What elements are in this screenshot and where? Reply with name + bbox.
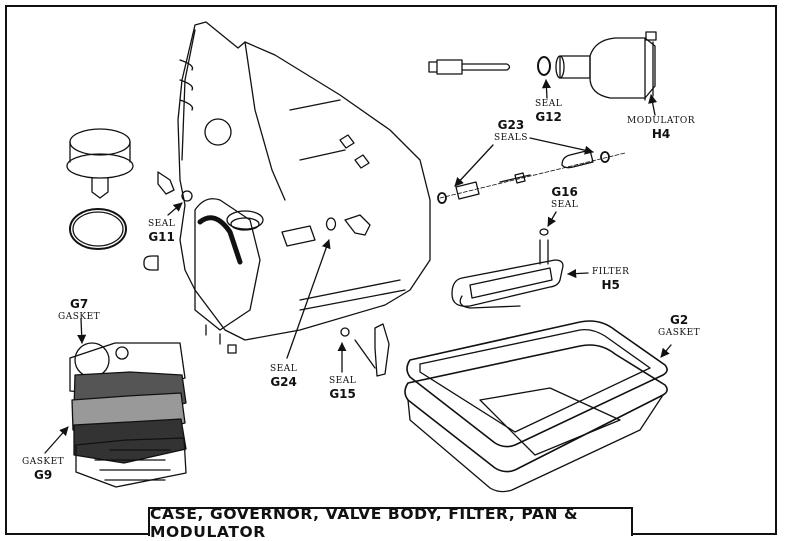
valve-body-gasket-stack — [69, 342, 187, 488]
valve-plug-part — [561, 149, 594, 169]
label-seal-g11-code: G11 — [148, 230, 175, 244]
label-seals-g23-code: G23 — [497, 118, 525, 132]
seal-g23-ring-right — [600, 151, 610, 163]
seal-g12-ring — [537, 56, 551, 76]
label-seal-g24-code: G24 — [270, 375, 297, 389]
label-modulator-h4-code: H4 — [651, 127, 671, 141]
gasket-g7-arrow — [77, 318, 87, 344]
seal-g16-arrow — [547, 211, 557, 227]
label-seal-g12: SEAL G12 — [535, 99, 563, 124]
label-modulator-h4-name: MODULATOR — [627, 116, 696, 126]
label-modulator-h4: MODULATOR H4 — [627, 116, 696, 141]
seal-g11-ring — [181, 190, 193, 202]
speedometer-gear-part — [157, 171, 175, 195]
seals-g23-arrow-right — [529, 137, 594, 155]
gasket-g9-arrow — [44, 426, 69, 454]
label-seal-g24: SEAL G24 — [270, 364, 298, 389]
label-gasket-g2-code: G2 — [669, 313, 689, 327]
label-gasket-g2: G2 GASKET — [658, 314, 700, 338]
label-seal-g11: SEAL G11 — [148, 219, 176, 244]
seal-g16-ring — [539, 228, 549, 236]
governor-seal-ring — [69, 208, 127, 250]
label-seals-g23-name: SEALS — [494, 133, 528, 143]
label-seal-g15-code: G15 — [329, 387, 356, 401]
label-gasket-g7-name: GASKET — [58, 312, 101, 322]
gasket-g2-arrow — [660, 344, 672, 358]
valve-spring-part — [499, 172, 531, 184]
label-seal-g12-name: SEAL — [535, 99, 563, 109]
valve-centerline — [439, 152, 626, 199]
label-gasket-g2-name: GASKET — [658, 328, 701, 338]
label-gasket-g9: GASKET G9 — [22, 457, 65, 482]
seals-g23-arrow-left — [454, 144, 494, 187]
manual-lever-part — [354, 323, 390, 377]
transmission-case-part — [177, 21, 431, 341]
label-filter-h5: FILTER H5 — [592, 267, 630, 292]
label-seal-g24-name: SEAL — [270, 364, 298, 374]
transmission-pan-part — [404, 344, 668, 493]
bolts-part — [205, 324, 237, 354]
throttle-valve-part — [455, 181, 480, 200]
governor-sleeve-part — [281, 225, 316, 247]
seal-g23-ring-left — [437, 192, 447, 204]
label-gasket-g7: G7 GASKET — [58, 298, 100, 322]
label-seal-g15: SEAL G15 — [329, 376, 357, 401]
label-seal-g12-code: G12 — [535, 110, 562, 124]
seal-g11-arrow — [167, 202, 183, 216]
label-filter-h5-name: FILTER — [592, 267, 630, 277]
label-gasket-g9-code: G9 — [33, 468, 53, 482]
label-seal-g16: G16 SEAL — [551, 186, 578, 210]
gasket-g2-part — [406, 320, 668, 448]
seal-g15-ring — [340, 327, 350, 337]
plug-part — [143, 255, 159, 271]
label-seal-g15-name: SEAL — [329, 376, 357, 386]
filter-h5-arrow — [567, 269, 589, 279]
label-seal-g16-code: G16 — [551, 185, 578, 199]
filter-part — [451, 239, 564, 309]
label-seals-g23: G23 SEALS — [494, 119, 528, 143]
diagram-title: CASE, GOVERNOR, VALVE BODY, FILTER, PAN … — [148, 505, 633, 541]
modulator-valve-part — [428, 59, 511, 75]
label-seal-g16-name: SEAL — [551, 200, 579, 210]
vacuum-modulator-part — [555, 31, 657, 101]
label-seal-g11-name: SEAL — [148, 219, 176, 229]
modulator-h4-arrow — [648, 94, 658, 116]
label-gasket-g9-name: GASKET — [22, 457, 65, 467]
label-gasket-g7-code: G7 — [69, 297, 89, 311]
seal-g12-arrow — [541, 79, 551, 99]
label-filter-h5-code: H5 — [601, 278, 620, 292]
governor-cap-part — [66, 128, 134, 199]
elbow-fitting-part — [344, 214, 371, 236]
seal-g24-ring — [325, 217, 337, 231]
seal-g24-arrow — [286, 239, 331, 359]
